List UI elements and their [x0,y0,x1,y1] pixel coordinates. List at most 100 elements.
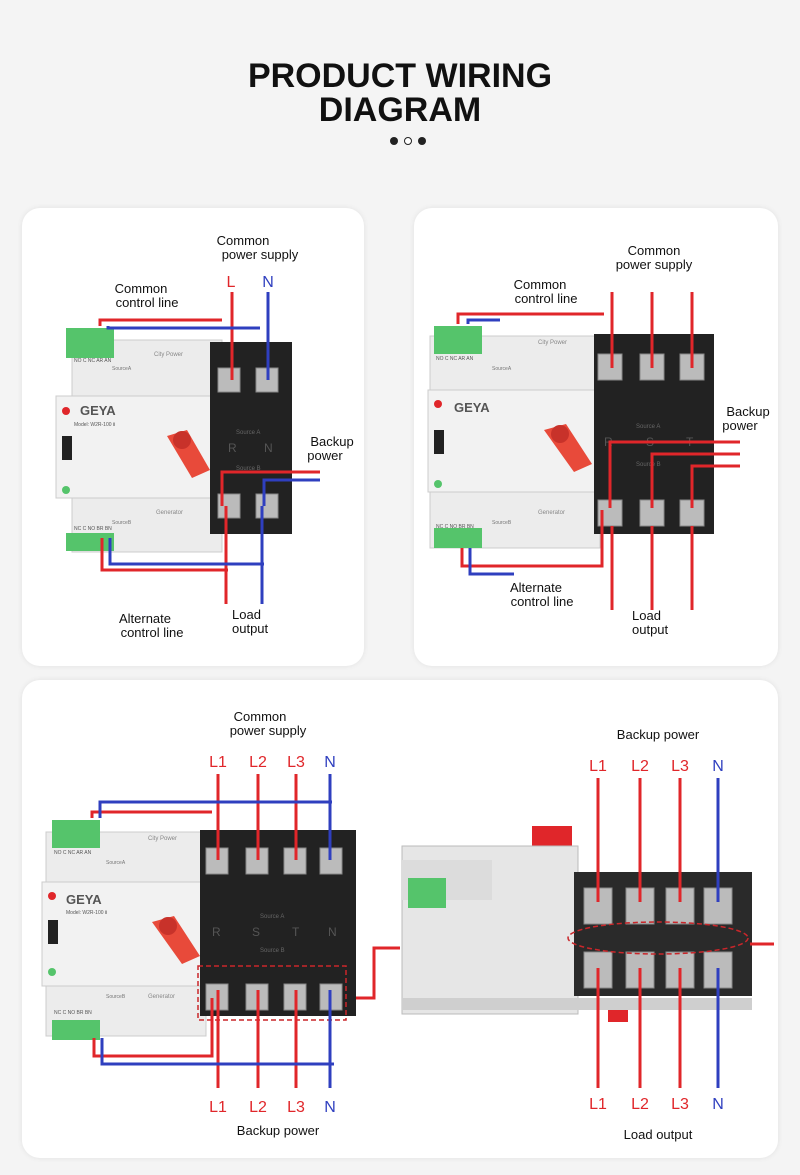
p4-bottom-n: N [712,1096,724,1113]
p2-common-power-supply-1: Common [628,243,681,258]
p2-switch: GEYA City Power Generator NO C NC AR AN … [427,326,714,549]
p1-bottom-connector [66,533,114,551]
p1-common-power-supply-2: power supply [222,247,299,262]
page-title-line2: DIAGRAM [318,91,482,129]
p3-top-l1: L1 [209,754,227,771]
p4-top-l2: L2 [631,758,649,775]
p1-common-power-supply-1: Common [217,233,270,248]
p1-common-control-1: Common [115,281,168,296]
p1-led-b [62,486,70,494]
p1-brand: GEYA [80,403,116,418]
p1-manual-switch [62,436,72,460]
p1-bus-a: Source A [236,430,260,436]
p3-terminals-top: NO C NC AR AN [54,850,92,856]
p3-top-l2: L2 [249,754,267,771]
p1-terminals-bottom: NC C NO BR BN [74,526,112,532]
p3-phase-s: S [252,925,260,939]
p1-alt-control-1: Alternate [119,611,171,626]
p3-phase-t: T [292,925,300,939]
p4-connector [408,878,446,908]
p1-terminals-top: NO C NC AR AN [74,358,112,364]
p2-common-control-1: Common [514,277,567,292]
p4-top-l3: L3 [671,758,689,775]
p3-source-a: SourceA [106,860,126,866]
p1-backup-power-1: Backup [310,434,353,449]
p3-generator: Generator [148,994,175,1000]
p2-alt-control-2: control line [511,594,574,609]
p1-led-a [62,407,70,415]
p2-backup-power-2: power [722,418,758,433]
p4-wires [596,778,774,1088]
p4-bottom-l1: L1 [589,1096,607,1113]
panel-four-pole: Common power supply L1 L2 L3 N L1 L2 L3 … [22,680,778,1158]
p3-bottom-l1: L1 [209,1099,227,1116]
p3-common-power-supply-1: Common [234,709,287,724]
p3-source-b: SourceB [106,994,126,1000]
p3-city-power: City Power [148,836,177,842]
p1-source-b: SourceB [112,520,132,526]
p4-bottom-l3: L3 [671,1096,689,1113]
p2-terminals-top: NO C NC AR AN [436,356,474,362]
p2-load-output-1: Load [632,608,661,623]
p2-alt-control-1: Alternate [510,580,562,595]
p4-bottom-caption: Load output [624,1127,693,1142]
p3-bottom-l2: L2 [249,1099,267,1116]
p2-load-output-2: output [632,622,669,637]
dot-3 [418,137,426,145]
single-phase-diagram: Common power supply L N Common control l… [55,233,354,640]
p1-load-output-1: Load [232,607,261,622]
p3-phase-n: N [328,925,337,939]
p2-bus-b: Source B [636,462,661,468]
p4-top-l1: L1 [589,758,607,775]
p3-bottom-n: N [324,1099,336,1116]
p1-alt-control-2: control line [121,625,184,640]
pagination-dots [390,137,430,147]
panel-three-phase: Common power supply Common control line … [414,208,778,666]
p2-generator: Generator [538,510,565,516]
p2-bottom-connector [434,528,482,548]
p1-label-n: N [262,274,274,291]
p4-side-view [401,826,752,1022]
p1-source-a: SourceA [112,366,132,372]
page-title-line1: PRODUCT WIRING [247,57,553,95]
p1-label-l: L [227,274,236,291]
p2-backup-power-1: Backup [726,404,769,419]
p1-backup-power-2: power [307,448,343,463]
dot-2 [404,137,412,145]
p2-terminals-bottom: NC C NO BR BN [436,524,474,530]
p1-common-control-2: control line [116,295,179,310]
p1-switch: GEYA Model: W2R-100 Ⅱ City Power Generat… [55,328,292,553]
p2-source-b: SourceB [492,520,512,526]
p4-top-caption: Backup power [617,727,700,742]
p2-common-power-supply-2: power supply [616,257,693,272]
p2-top-connector [434,326,482,354]
p2-city-power: City Power [538,340,567,346]
dot-1 [390,137,398,145]
p1-phase-n: N [264,441,273,455]
p2-source-a: SourceA [492,366,512,372]
p2-wires [456,292,740,610]
p3-switch: GEYA Model: W2R-100 Ⅱ City Power Generat… [41,820,356,1040]
p1-city-power: City Power [154,352,183,358]
p3-top-n: N [324,754,336,771]
p3-brand: GEYA [66,892,102,907]
four-pole-diagram: Common power supply L1 L2 L3 N L1 L2 L3 … [41,709,774,1142]
p2-brand: GEYA [454,400,490,415]
p3-backup-bus-highlight [197,965,347,1021]
three-phase-diagram: Common power supply Common control line … [427,243,770,637]
p3-terminals-bottom: NC C NO BR BN [54,1010,92,1016]
p1-top-connector [66,328,114,358]
p1-bus-b: Source B [236,466,261,472]
p2-bus-a: Source A [636,424,660,430]
p3-bus-a: Source A [260,914,284,920]
p3-bottom-caption: Backup power [237,1123,320,1138]
p1-wires [98,292,320,604]
p1-phase-r: R [228,441,237,455]
p1-model: Model: W2R-100 Ⅱ [74,422,115,428]
p3-phase-r: R [212,925,221,939]
p3-wires [90,774,400,1088]
p3-common-power-supply-2: power supply [230,723,307,738]
p1-generator: Generator [156,510,183,516]
p2-common-control-2: control line [515,291,578,306]
panel-single-phase: Common power supply L N Common control l… [22,208,364,666]
